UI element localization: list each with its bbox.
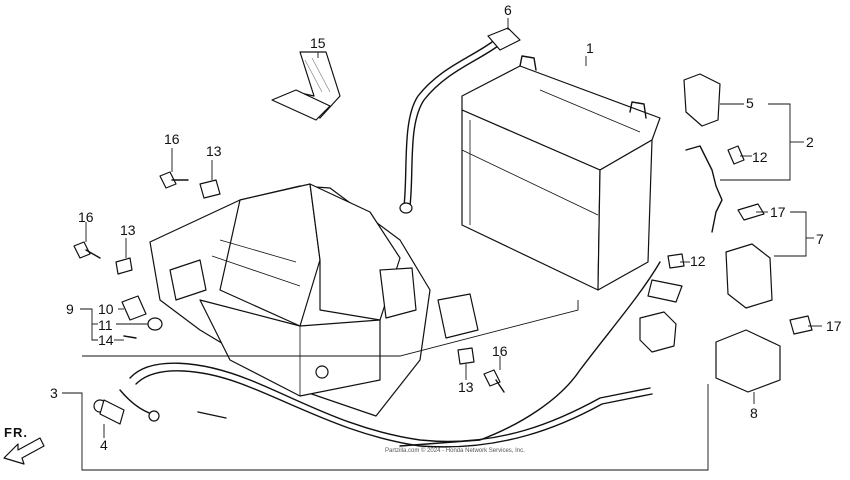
callout-17-upper: 17 (770, 204, 786, 220)
callout-13-bottom: 13 (458, 379, 474, 395)
negative-cable (399, 261, 683, 447)
clips-13 (115, 179, 475, 365)
callout-12-upper: 12 (752, 149, 768, 165)
grommet-10 (121, 295, 163, 339)
wire-harness (119, 362, 653, 448)
front-direction-arrow (3, 437, 45, 465)
callout-14: 14 (98, 332, 114, 348)
callout-3: 3 (50, 385, 58, 401)
callout-6: 6 (504, 2, 512, 18)
callout-11: 11 (98, 317, 113, 333)
callout-13-left: 13 (120, 222, 136, 238)
callout-16-bottom: 16 (492, 343, 508, 359)
callout-4: 4 (100, 437, 108, 453)
callout-8: 8 (750, 405, 758, 421)
callout-13-top: 13 (206, 143, 222, 159)
callout-17-lower: 17 (826, 318, 842, 334)
callout-7: 7 (816, 231, 824, 247)
fuse-parts (639, 73, 813, 393)
callout-16-top: 16 (164, 131, 180, 147)
bolts-16 (73, 171, 505, 393)
callout-15: 15 (310, 35, 326, 51)
positive-cable (399, 27, 521, 214)
battery (461, 55, 661, 291)
callout-2: 2 (806, 134, 814, 150)
callout-12-lower: 12 (690, 253, 706, 269)
callout-16-left: 16 (78, 209, 94, 225)
copyright-text: Partzilla.com © 2024 - Honda Network Ser… (385, 448, 525, 454)
callout-1: 1 (586, 40, 594, 56)
callout-10: 10 (98, 301, 114, 317)
callout-5: 5 (746, 95, 754, 111)
battery-box (149, 183, 479, 417)
connector-4 (93, 399, 125, 425)
front-direction-label: FR. (4, 425, 28, 440)
battery-strap (271, 51, 341, 121)
callout-9: 9 (66, 301, 74, 317)
leader-lines (62, 18, 822, 471)
